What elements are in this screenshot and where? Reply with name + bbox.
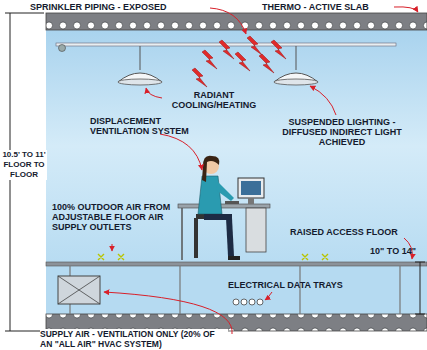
room-space [46,30,427,262]
dimension-lines [5,13,425,331]
air-handling-unit [58,276,100,304]
top-slab [46,13,427,30]
leader-lines [104,7,418,334]
raised-floor [46,262,427,266]
floor-plenum [46,266,427,314]
supply-air-label: SUPPLY AIR - VENTILATION ONLY (20% OF AN… [40,329,228,349]
seated-person [194,156,240,260]
sprinkler-label: SPRINKLER PIPING - EXPOSED [30,2,210,12]
slab-label: THERMO - ACTIVE SLAB [262,2,392,12]
ventilation-label: DISPLACEMENT VENTILATION SYSTEM [90,116,202,136]
data-trays [233,299,263,305]
pendant-lamps [118,46,318,85]
floor-diffusers [98,254,328,260]
plenum-height-dimension: 10" TO 14" [362,246,424,256]
radiant-label: RADIANT COOLING/HEATING [162,90,266,110]
radiant-bolts [192,36,286,87]
workstation [178,178,270,260]
lighting-label: SUSPENDED LIGHTING - DIFFUSED INDIRECT L… [280,117,404,147]
raised-floor-label: RAISED ACCESS FLOOR [290,227,412,237]
floor-height-dimension: 10.5' TO 11' FLOOR TO FLOOR [1,150,47,180]
data-trays-label: ELECTRICAL DATA TRAYS [228,280,352,290]
outdoor-air-label: 100% OUTDOOR AIR FROM ADJUSTABLE FLOOR A… [52,202,174,232]
